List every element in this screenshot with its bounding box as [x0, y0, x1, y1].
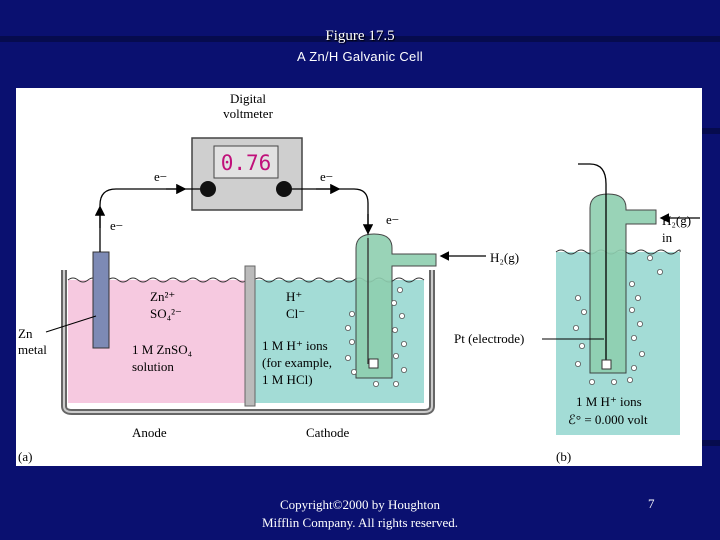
wire-left — [99, 188, 200, 252]
h2-in-label: in — [662, 230, 673, 245]
hydrogen-bubbles — [344, 286, 407, 387]
pt-electrode-b — [601, 359, 612, 370]
voltmeter-reading: 0.76 — [221, 151, 272, 175]
bg-band — [690, 128, 720, 134]
salt-bridge-divider — [244, 265, 256, 407]
voltmeter-display — [213, 145, 279, 179]
beaker-wall-highlight — [63, 270, 433, 413]
zn-metal-pointer — [45, 315, 97, 333]
voltmeter-label: voltmeter — [223, 106, 273, 121]
cathode-label: Cathode — [306, 425, 350, 440]
cl-ion-label: Cl⁻ — [286, 306, 305, 321]
electron-label: e− — [320, 169, 333, 184]
bg-band — [690, 440, 720, 446]
voltmeter-label: Digital — [230, 91, 266, 106]
panel-a-label: (a) — [18, 449, 32, 464]
h2-gas-label: H₂(g) — [490, 250, 519, 265]
voltmeter-terminal-left — [200, 181, 216, 197]
pt-electrode — [368, 358, 379, 369]
anode-solution-label: 1 M ZnSO₄ — [132, 342, 193, 357]
cathode-solution-label: 1 M HCl) — [262, 372, 313, 387]
bg-band — [0, 36, 720, 42]
copyright-notice: Copyright©2000 by Houghton Mifflin Compa… — [230, 496, 490, 532]
cathode-solution-label: (for example, — [262, 355, 332, 370]
electron-label: e− — [386, 212, 399, 227]
copyright-line: Copyright©2000 by Houghton — [279, 497, 441, 512]
galvanic-cell-diagram: Digital voltmeter 0.76 e− e− e− e− H₂(g)… — [18, 91, 700, 464]
standard-potential-label: ℰ° = 0.000 volt — [568, 412, 648, 427]
copyright-line: Mifflin Company. All rights reserved. — [261, 515, 459, 530]
pt-electrode-label: Pt (electrode) — [454, 331, 524, 346]
so4-ion-label: SO₄²⁻ — [150, 306, 182, 321]
slide-number: 7 — [648, 496, 655, 511]
standard-solution-label: 1 M H⁺ ions — [576, 394, 642, 409]
electron-label: e− — [154, 169, 167, 184]
voltmeter-terminal-right — [276, 181, 292, 197]
hydrogen-bell-tube — [355, 233, 437, 379]
electron-label: e− — [110, 218, 123, 233]
diagram-panel: Digital voltmeter 0.76 e− e− e− e− H₂(g)… — [16, 88, 702, 466]
zn-metal-label: metal — [18, 342, 47, 357]
panel-b-label: (b) — [556, 449, 571, 464]
h2-in-label: H₂(g) — [662, 213, 691, 228]
wire-right — [292, 188, 369, 338]
zn-ion-label: Zn²⁺ — [150, 289, 175, 304]
figure-subtitle: A Zn/H Galvanic Cell — [297, 49, 423, 64]
hydrogen-bubbles-b — [573, 254, 664, 385]
figure-title: Figure 17.5 — [325, 28, 395, 44]
cathode-solution-label: 1 M H⁺ ions — [262, 338, 328, 353]
h-ion-label: H⁺ — [286, 289, 302, 304]
pt-wire-b — [578, 163, 607, 366]
cathode-surface — [253, 277, 425, 283]
anode-solution-label: solution — [132, 359, 174, 374]
zn-electrode — [92, 251, 110, 349]
anode-label: Anode — [132, 425, 167, 440]
zn-metal-label: Zn — [18, 326, 33, 341]
